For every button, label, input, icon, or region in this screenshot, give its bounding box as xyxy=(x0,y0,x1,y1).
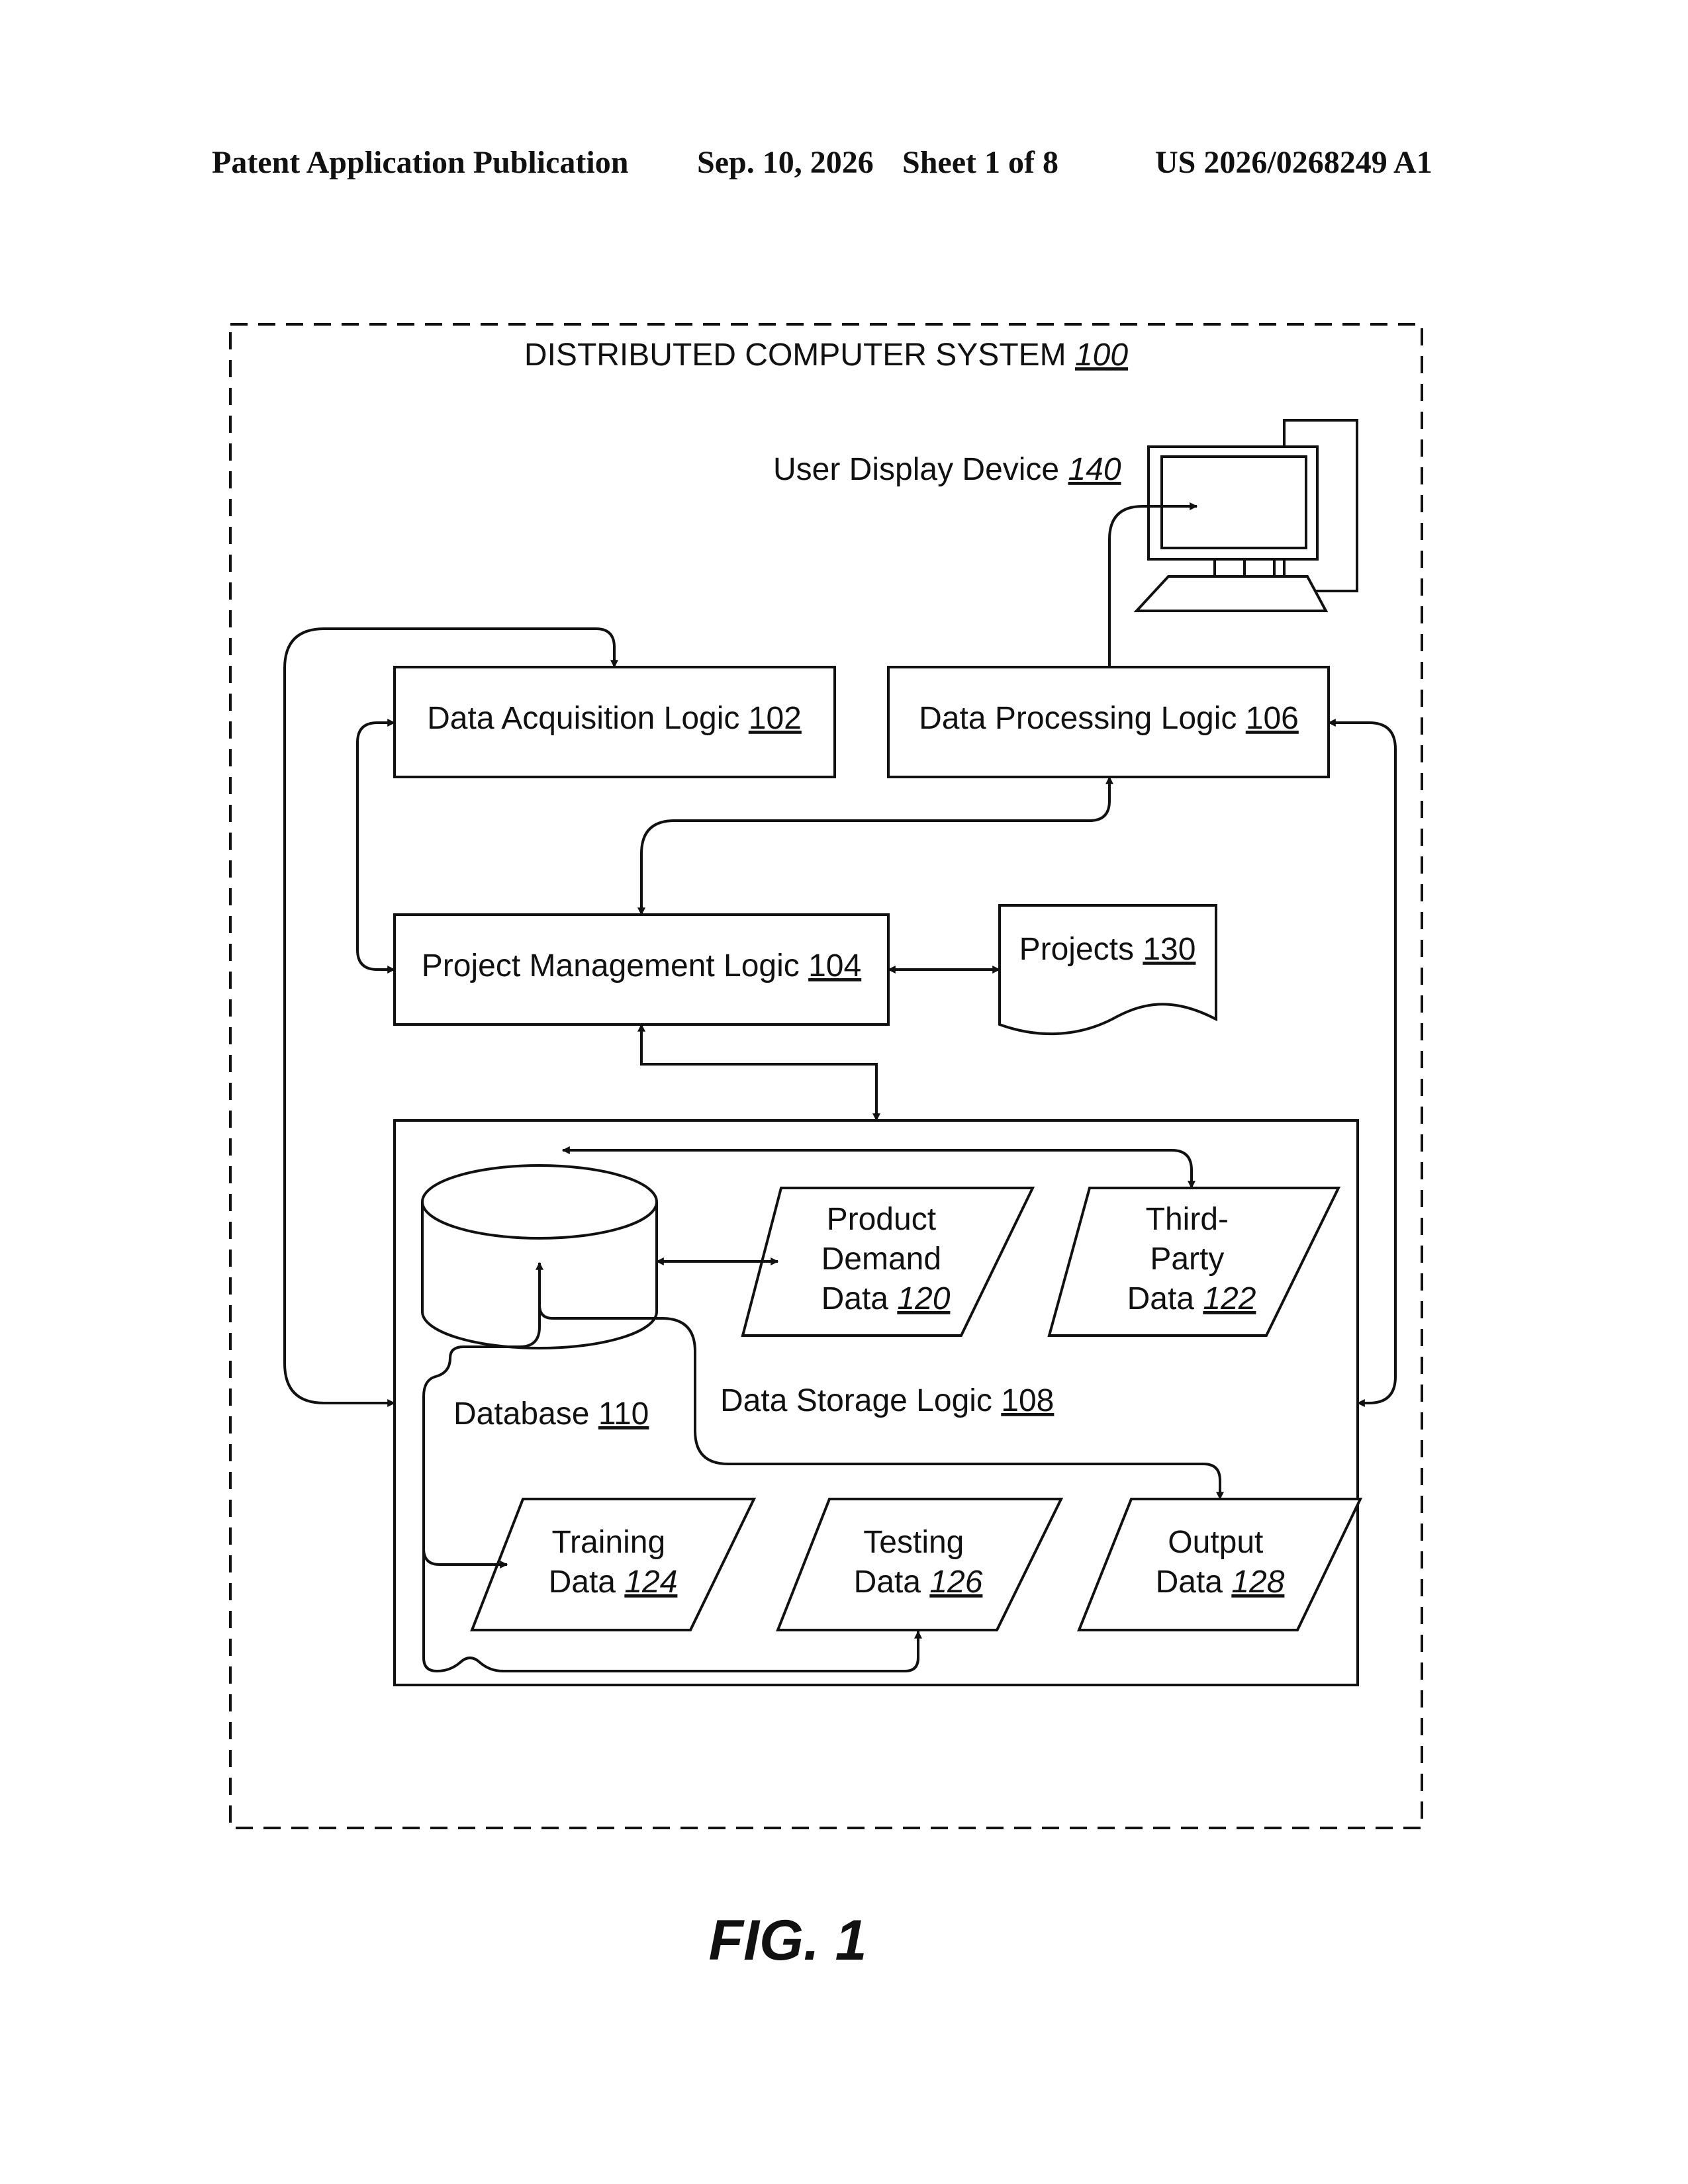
data-acquisition-logic-label: Data Acquisition Logic 102 xyxy=(427,701,802,736)
connector-project-management-to-processing xyxy=(641,777,1109,915)
projects-label: Projects 130 xyxy=(1019,932,1196,967)
connector-acquisition-to-project-management xyxy=(357,723,395,970)
data-storage-logic-label: Data Storage Logic 108 xyxy=(720,1383,1054,1418)
data-processing-logic-label: Data Processing Logic 106 xyxy=(919,701,1299,736)
product-demand-data-label: Product Demand Data 120 xyxy=(821,1202,951,1316)
database-label: Database 110 xyxy=(453,1396,649,1432)
user-display-device-label: User Display Device 140 xyxy=(773,452,1121,487)
distributed-system-label: DISTRIBUTED COMPUTER SYSTEM 100 xyxy=(524,338,1128,373)
figure-label: FIG. 1 xyxy=(709,1909,867,1972)
project-management-logic-label: Project Management Logic 104 xyxy=(422,948,861,983)
monitor-icon xyxy=(1137,420,1357,611)
projects-document-shape xyxy=(1000,905,1216,1034)
connector-project-management-to-storage xyxy=(641,1024,876,1120)
